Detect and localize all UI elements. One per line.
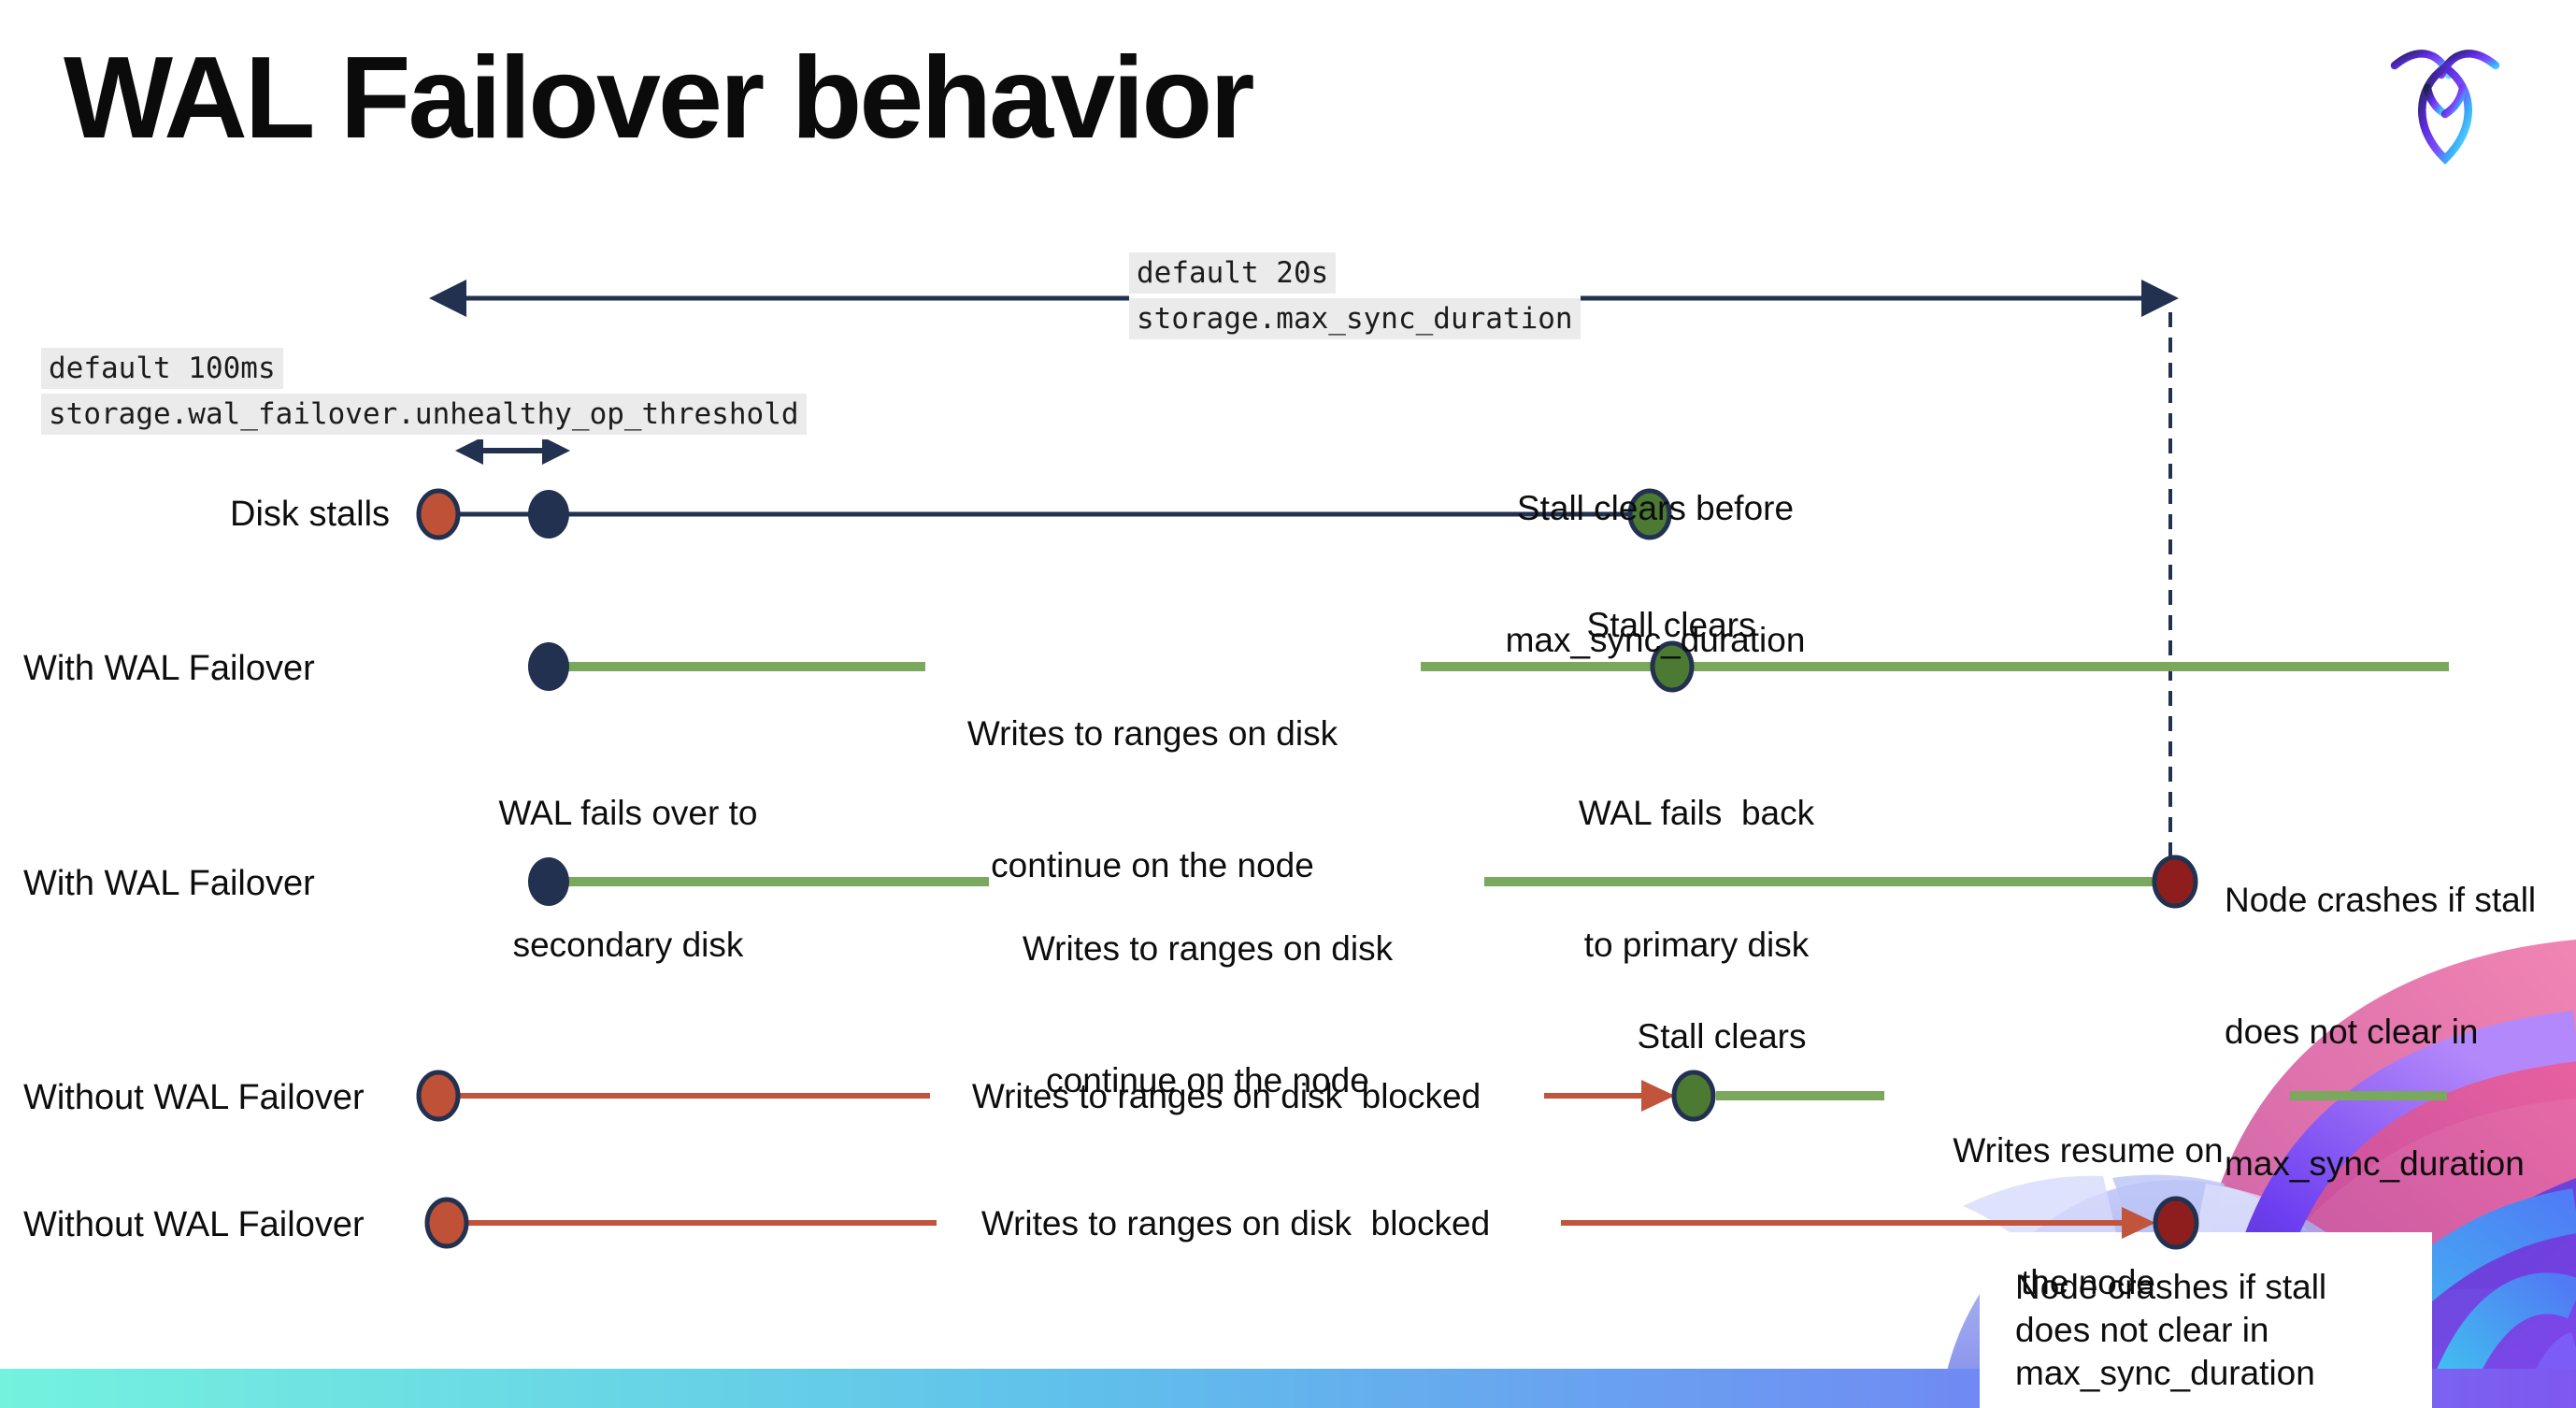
writes-continue-note-1: Writes to ranges on disk continue on the…	[966, 624, 1339, 975]
setting-default-value: default 20s	[1129, 252, 1337, 294]
wal-fails-back-note: WAL fails back to primary disk	[1510, 703, 1883, 1055]
unhealthy-op-threshold-setting-label: default 100ms storage.wal_failover.unhea…	[41, 348, 807, 439]
stall-clears-dot	[1671, 1070, 1716, 1122]
node-crash-dot	[2152, 855, 2198, 909]
failover-threshold-dot	[528, 490, 569, 539]
note-line: does not clear in	[2225, 1013, 2479, 1051]
failover-trigger-dot	[528, 857, 569, 906]
writes-blocked-note-2: Writes to ranges on disk blocked	[980, 1204, 1491, 1243]
stall-clears-note-1: Stall clears	[1586, 606, 1756, 644]
note-line: Node crashes if stall	[2225, 881, 2537, 919]
crash-note-line: max_sync_duration	[2015, 1354, 2315, 1392]
stall-clears-dot	[1627, 488, 1672, 540]
writes-blocked-note-1: Writes to ranges on disk blocked	[971, 1077, 1481, 1115]
arrowhead-right-icon	[2141, 280, 2179, 317]
timeline-disk-stalls	[416, 488, 1672, 540]
disk-stall-start-dot	[424, 1197, 469, 1249]
stall-clears-before-note: Stall clears before max_sync_duration	[1422, 398, 1889, 750]
row-label-with-wal-failover-1: With WAL Failover	[23, 649, 315, 688]
writes-continue-note-2: Writes to ranges on disk continue on the…	[1021, 839, 1395, 1190]
row-label-with-wal-failover-2: With WAL Failover	[23, 864, 315, 903]
setting-default-value: default 100ms	[41, 348, 283, 389]
note-line: secondary disk	[512, 926, 744, 964]
note-line: WAL fails back	[1578, 794, 1815, 832]
row-label-disk-stalls: Disk stalls	[230, 495, 391, 534]
node-crashes-note-right: Node crashes if stall does not clear in …	[2225, 790, 2570, 1273]
timeline-without-wal-failover-1	[416, 1070, 2447, 1122]
timeline-with-wal-failover-2	[528, 855, 2198, 909]
disk-stall-start-dot	[416, 488, 461, 540]
disk-stall-start-dot	[416, 1070, 461, 1122]
crash-note-box: Node crashes if stall does not clear in …	[1980, 1232, 2432, 1408]
arrowhead-left-icon	[455, 437, 483, 465]
setting-name: storage.max_sync_duration	[1129, 298, 1581, 339]
row-label-without-wal-failover-1: Without WAL Failover	[23, 1078, 365, 1117]
node-crash-dot	[2153, 1196, 2199, 1250]
note-line: max_sync_duration	[2225, 1144, 2525, 1183]
note-line: WAL fails over to	[498, 794, 758, 832]
failover-trigger-dot	[528, 642, 569, 691]
crash-note-line: does not clear in	[2015, 1311, 2269, 1349]
arrowhead-right-icon	[1641, 1080, 1675, 1112]
max-sync-duration-setting-label: default 20s storage.max_sync_duration	[1129, 252, 1581, 344]
stall-clears-note-2: Stall clears	[1637, 1017, 1807, 1056]
timeline-without-wal-failover-2	[424, 1196, 2199, 1250]
arrowhead-right-icon	[542, 437, 570, 465]
unhealthy-op-threshold-arrow	[455, 437, 570, 465]
note-line: Stall clears before	[1516, 489, 1795, 527]
note-line: Writes resume on	[1953, 1131, 2224, 1170]
setting-name: storage.wal_failover.unhealthy_op_thresh…	[41, 394, 807, 435]
arrowhead-left-icon	[429, 280, 466, 317]
writes-resume-note: Writes resume on the node	[1901, 1041, 2275, 1392]
timeline-with-wal-failover-1	[528, 640, 2449, 693]
note-line: the node	[2020, 1263, 2156, 1301]
note-line: Writes to ranges on disk	[1022, 929, 1394, 968]
wal-fails-over-note: WAL fails over to secondary disk	[441, 703, 815, 1055]
page-title: WAL Failover behavior	[64, 34, 1255, 163]
note-line: Writes to ranges on disk	[966, 714, 1338, 753]
row-label-without-wal-failover-2: Without WAL Failover	[23, 1205, 365, 1244]
stall-clears-dot	[1650, 640, 1695, 693]
note-line: to primary disk	[1583, 926, 1810, 964]
cockroachdb-logo-icon	[2390, 50, 2500, 165]
note-line: continue on the node	[991, 846, 1314, 884]
crash-note-line: Node crashes if stall	[2015, 1268, 2327, 1306]
note-line: continue on the node	[1046, 1061, 1369, 1099]
arrowhead-right-icon	[2122, 1207, 2155, 1239]
note-line: max_sync_duration	[1505, 621, 1806, 659]
